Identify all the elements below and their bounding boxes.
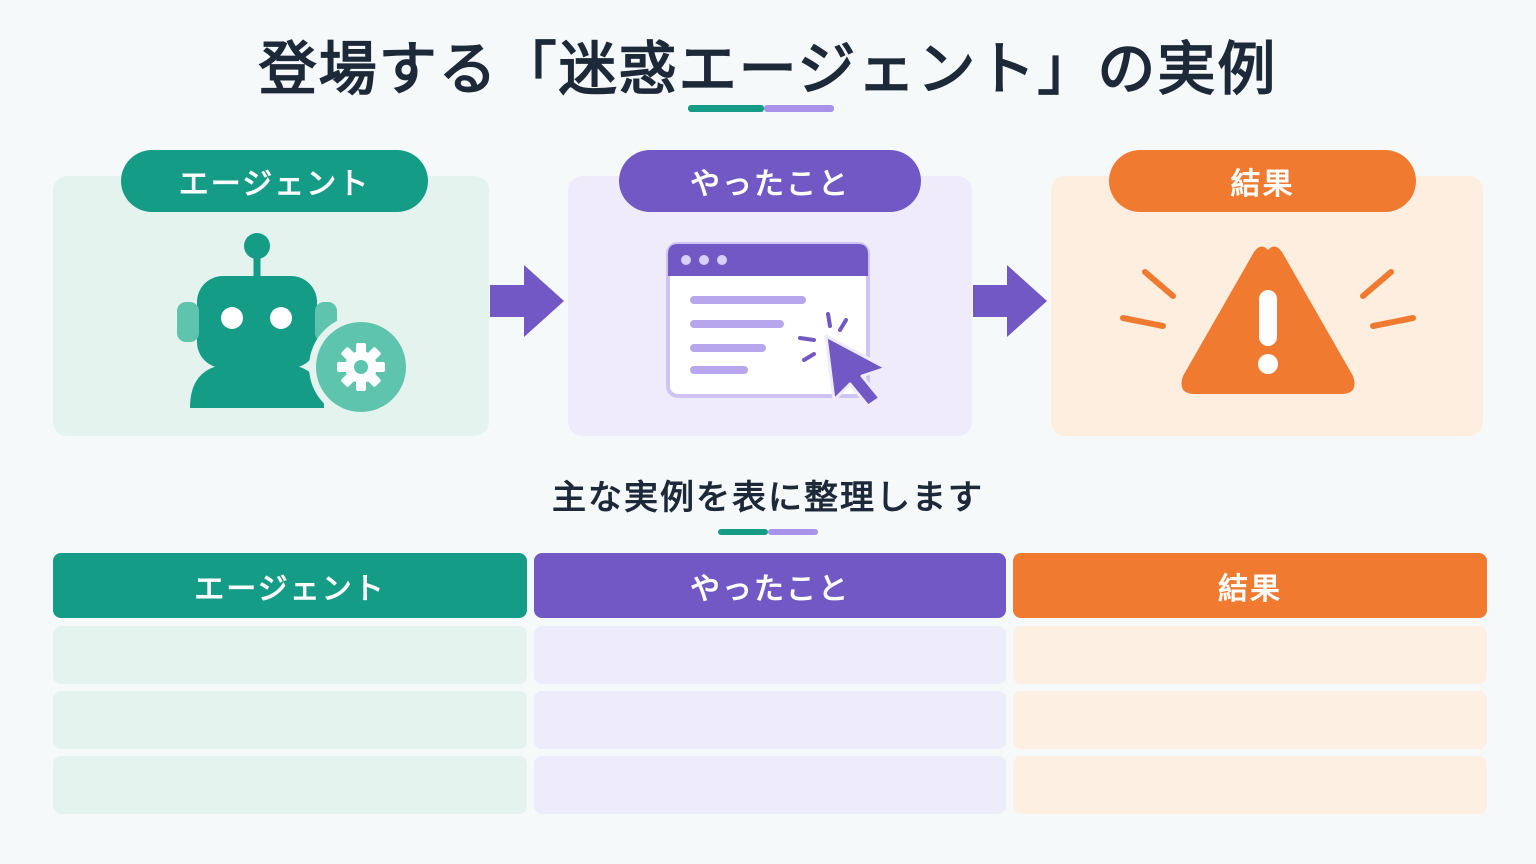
table-header-agent: エージェント [53, 553, 527, 618]
table-cell [53, 691, 527, 749]
table-cell [1013, 626, 1487, 684]
table-cell [1013, 756, 1487, 814]
table-header-label: 結果 [1218, 571, 1282, 607]
agent-pill-label: エージェント [178, 167, 371, 202]
table-cell [1013, 691, 1487, 749]
table-header-action: やったこと [534, 553, 1006, 618]
robot-gear-icon [177, 233, 413, 419]
agent-pill: エージェント [121, 150, 428, 212]
flow-arrow-icon [973, 265, 1047, 337]
table-cell [534, 691, 1006, 749]
action-pill: やったこと [619, 150, 921, 212]
title-underline-purple [764, 105, 834, 112]
table-header-result: 結果 [1013, 553, 1487, 618]
page-title: 登場する「迷惑エージェント」の実例 [258, 35, 1278, 103]
section-subtitle: 主な実例を表に整理します [552, 478, 984, 518]
subtitle-underline-teal [718, 529, 768, 535]
result-pill-label: 結果 [1230, 167, 1295, 202]
table-header-label: やったこと [690, 571, 850, 607]
flow-arrow-icon [490, 265, 564, 337]
result-pill: 結果 [1109, 150, 1416, 212]
table-header-label: エージェント [194, 571, 386, 607]
subtitle-underline-purple [768, 529, 818, 535]
table-cell [534, 626, 1006, 684]
table-cell [53, 756, 527, 814]
table-cell [534, 756, 1006, 814]
warning-icon [1120, 246, 1416, 394]
action-pill-label: やったこと [690, 167, 850, 202]
browser-click-icon [666, 242, 888, 408]
table-cell [53, 626, 527, 684]
title-underline-teal [688, 105, 764, 112]
